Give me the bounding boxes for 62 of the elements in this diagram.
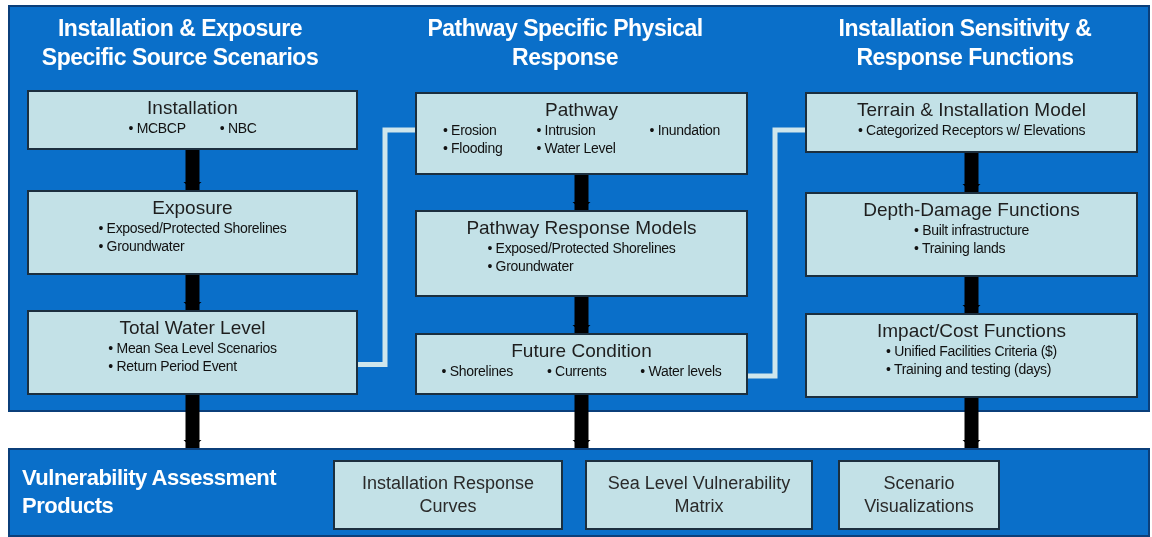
bullet-item: • Built infrastructure <box>914 221 1029 238</box>
bullet-item: • Mean Sea Level Scenarios <box>108 339 277 356</box>
bullet-item: • Currents <box>546 362 607 379</box>
product-label: Scenario Visualizations <box>863 471 975 518</box>
bullet-item: • Training lands <box>914 239 1007 256</box>
box-title: Total Water Level <box>119 316 266 340</box>
box-title: Future Condition <box>511 339 652 363</box>
arrow <box>962 277 981 313</box>
connector-line <box>358 127 415 367</box>
process-panel <box>8 5 1150 412</box>
box-title: Depth-Damage Functions <box>863 198 1080 222</box>
arrow <box>572 175 591 210</box>
connector-line <box>748 127 805 379</box>
bullet-item: • Training and testing (days) <box>886 360 1053 377</box>
arrow <box>572 297 591 333</box>
process-box <box>27 90 358 150</box>
product-label: Sea Level Vulnerability Matrix <box>606 471 792 518</box>
column-heading: Installation Sensitivity & Response Functions <box>837 14 1093 72</box>
bullet-item: • Shorelines <box>441 362 513 379</box>
process-box <box>805 313 1138 398</box>
bullet-item: • Intrusion <box>536 121 597 138</box>
box-title: Exposure <box>152 196 233 220</box>
process-box <box>27 310 358 395</box>
product-label: Installation Response Curves <box>360 471 536 518</box>
bullet-item: • Exposed/Protected Shorelines <box>98 219 287 236</box>
arrow <box>183 150 202 190</box>
bullet-item: • Water Level <box>536 139 616 156</box>
column-heading: Pathway Specific Physical Response <box>426 14 704 72</box>
process-box <box>415 210 748 297</box>
process-box <box>805 192 1138 277</box>
arrow <box>183 395 202 448</box>
box-title: Installation <box>147 96 238 120</box>
box-title: Impact/Cost Functions <box>877 319 1066 343</box>
bullet-item: • Groundwater <box>98 237 186 254</box>
box-title: Pathway <box>545 98 618 122</box>
bullet-item: • NBC <box>219 119 257 136</box>
process-box <box>415 92 748 175</box>
column-heading: Installation & Exposure Specific Source Scenarios <box>40 14 320 72</box>
arrow <box>962 398 981 448</box>
bullet-item: • Return Period Event <box>108 357 238 374</box>
bullet-item: • Exposed/Protected Shorelines <box>487 239 676 256</box>
band-heading: Vulnerability Assessment Products <box>22 464 278 519</box>
product-box <box>333 460 563 530</box>
arrow <box>183 275 202 310</box>
box-title: Pathway Response Models <box>466 216 697 240</box>
process-box <box>27 190 358 275</box>
box-title: Terrain & Installation Model <box>856 98 1087 122</box>
bullet-item: • Erosion <box>442 121 498 138</box>
bullet-item: • Water levels <box>640 362 722 379</box>
bullet-item: • Categorized Receptors w/ Elevations <box>857 121 1086 138</box>
process-box <box>805 92 1138 153</box>
product-box <box>585 460 813 530</box>
bullet-item: • Flooding <box>442 139 503 156</box>
arrow <box>962 153 981 192</box>
bullet-item: • MCBCP <box>128 119 186 136</box>
bullet-item: • Unified Facilities Criteria ($) <box>886 342 1057 359</box>
arrow <box>572 395 591 448</box>
bullet-item: • Groundwater <box>487 257 575 274</box>
output-band <box>8 448 1150 537</box>
product-box <box>838 460 1000 530</box>
bullet-item: • Inundation <box>649 121 721 138</box>
process-box <box>415 333 748 395</box>
